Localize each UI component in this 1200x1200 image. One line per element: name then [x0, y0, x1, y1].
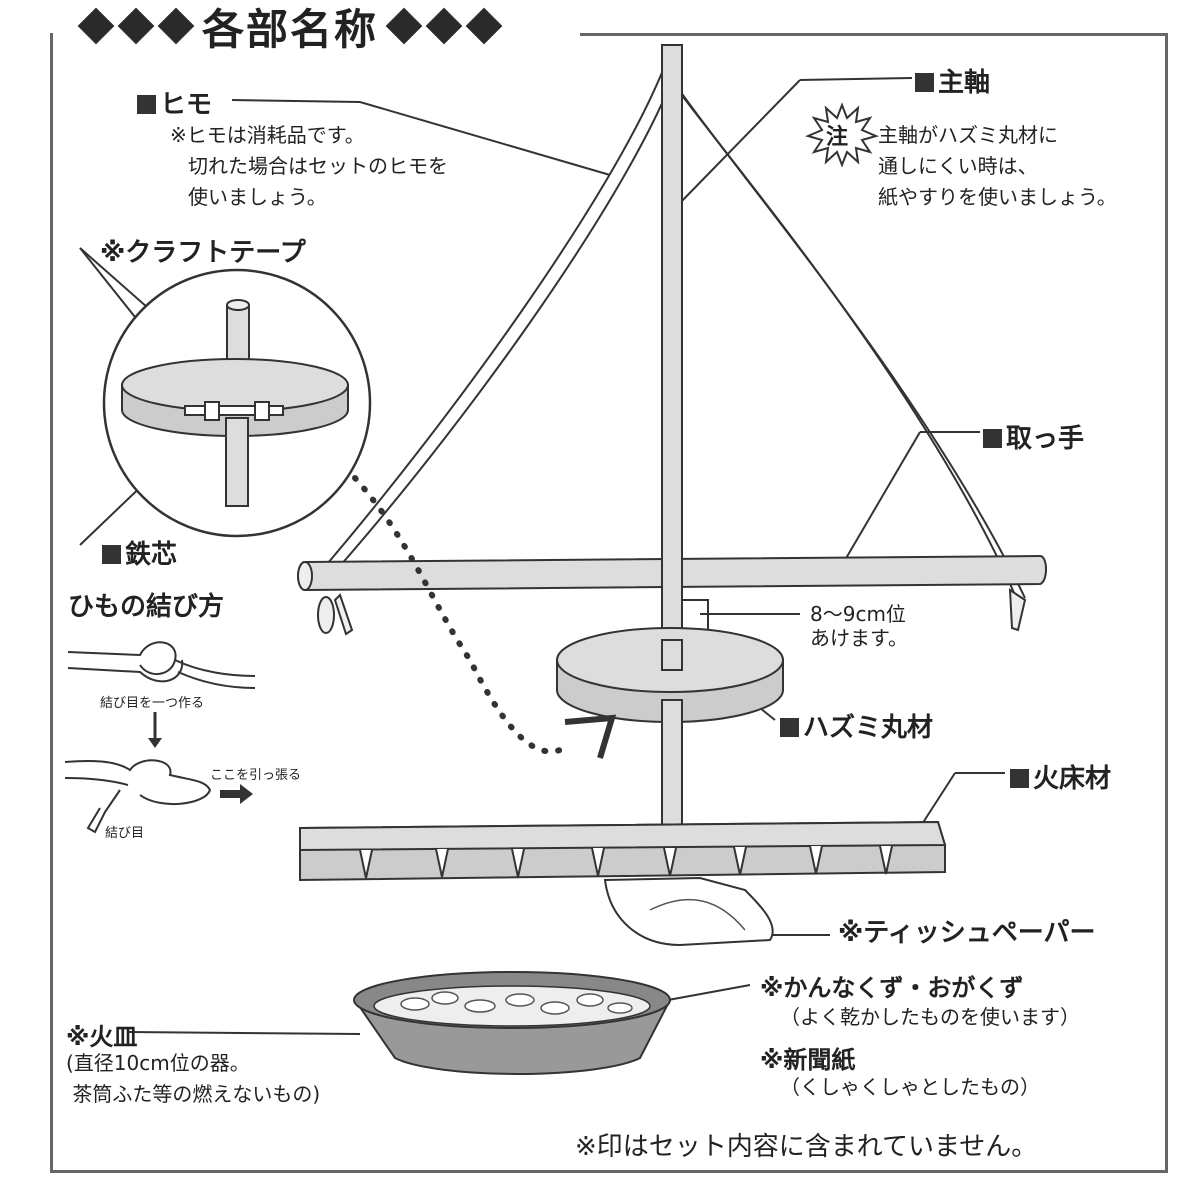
label-himo: ヒモ — [137, 84, 212, 121]
caution-starburst-icon — [805, 102, 879, 168]
page-title: 各部名称 — [202, 4, 379, 54]
craft-tape-piece — [254, 401, 270, 421]
label-totte: 取っ手 — [983, 418, 1084, 455]
himo-note-line: 使いましょう。 — [188, 185, 327, 209]
knot-musubime-label: 結び目 — [105, 826, 145, 841]
label-hidoko: 火床材 — [1010, 758, 1111, 795]
label-tesshin: 鉄芯 — [102, 534, 177, 571]
knot-diagram-2 — [64, 759, 212, 834]
hizara-dish — [353, 971, 671, 1075]
diagram-frame — [50, 33, 1168, 1173]
hizara-note-line: 茶筒ふた等の燃えないもの — [72, 1082, 313, 1106]
detail-zoom-circle — [102, 268, 372, 538]
hazumi-disc — [556, 627, 784, 723]
gap-note-line: あけます。 — [810, 626, 908, 650]
knot-diagram-1 — [67, 641, 256, 689]
leader-line — [231, 99, 361, 103]
leader-line — [127, 1031, 361, 1035]
kannakuzu-note: （よく乾かしたものを使います） — [780, 1005, 1080, 1029]
hidoko-notches — [359, 845, 893, 879]
knot-section-title: ひもの結び方 — [68, 592, 225, 622]
himo-note-line: ※ヒモは消耗品です。 — [170, 123, 365, 147]
label-craft-tape: ※クラフトテープ — [100, 238, 306, 268]
label-shinbunshi: ※新聞紙 — [760, 1046, 856, 1074]
shujiku-note-line: 紙やすりを使いましょう。 — [878, 185, 1117, 209]
label-tissue: ※ティッシュペーパー — [838, 918, 1096, 948]
caution-label: 注 — [826, 125, 849, 150]
knot-tail-left — [333, 593, 354, 636]
shujiku-shaft — [661, 44, 683, 646]
himo-note: ※ヒモは消耗品です。 切れた場合はセットのヒモを 使いましょう。 — [170, 120, 448, 213]
himo-note-line: 切れた場合はセットのヒモを — [188, 154, 448, 178]
knot-step1-label: 結び目を一つ作る — [100, 696, 205, 711]
hidoko-bed — [299, 820, 947, 882]
leader-line — [677, 79, 801, 206]
gap-note: 8～9cm位 あけます。 — [810, 602, 908, 650]
motion-dotted-path — [352, 475, 563, 755]
label-shujiku: 主軸 — [915, 62, 990, 99]
leader-line — [359, 101, 611, 176]
leader-line — [844, 431, 921, 561]
leader-line — [667, 984, 751, 1001]
label-kannakuzu: ※かんなくず・おがくず — [760, 974, 1024, 1002]
frame-top-border — [580, 33, 1168, 36]
shujiku-note-line: 通しにくい時は、 — [878, 154, 1038, 178]
label-hazumi: ハズミ丸材 — [780, 707, 933, 744]
gap-note-line: 8～9cm位 — [810, 602, 906, 626]
title-banner: 各部名称 — [70, 0, 511, 54]
shujiku-note: 主軸がハズミ丸材に 通しにくい時は、 紙やすりを使いましょう。 — [878, 120, 1117, 213]
knot-pull-label: ここを引っ張る — [210, 768, 302, 783]
label-hizara: ※火皿 — [66, 1023, 138, 1051]
footer-note: ※印はセット内容に含まれていません。 — [575, 1132, 1038, 1162]
knot-tail-right — [1008, 588, 1027, 632]
shinbunshi-note: （くしゃくしゃとしたもの） — [780, 1075, 1040, 1099]
hizara-note-line: 直径10cm位の器。 — [73, 1051, 250, 1075]
craft-tape-piece — [204, 401, 220, 421]
tissue-paper — [603, 876, 774, 947]
knot-loop-left — [317, 596, 335, 634]
motion-arrow-icon — [564, 714, 617, 759]
leader-line — [799, 77, 913, 81]
tesshin-iron-core — [184, 405, 284, 416]
hizara-note: (直径10cm位の器。 茶筒ふた等の燃えないもの) — [66, 1051, 321, 1106]
himo-string-left — [321, 69, 664, 571]
shujiku-note-line: 主軸がハズミ丸材に — [878, 123, 1058, 147]
arrow-right-icon — [220, 784, 253, 804]
